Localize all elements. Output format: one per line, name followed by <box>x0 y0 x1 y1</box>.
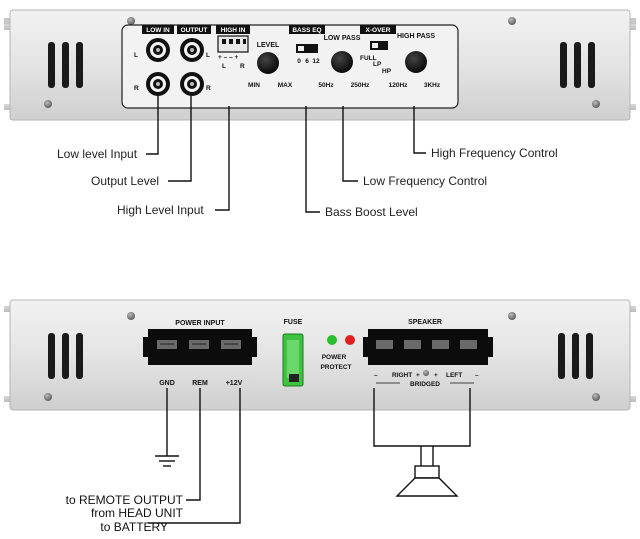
low-in-label-box <box>142 25 174 34</box>
screw-icon <box>127 17 135 25</box>
callout-low-frequency-control: Low Frequency Control <box>363 174 487 188</box>
right-vent-slots <box>560 42 595 88</box>
high-in-label: HIGH IN <box>221 27 246 34</box>
x-over-full: FULL <box>360 55 377 62</box>
bass-eq-switch[interactable] <box>296 44 318 53</box>
x-over-lp: LP <box>373 61 382 68</box>
left-vent-slots <box>48 333 83 379</box>
level-knob[interactable] <box>257 52 279 74</box>
x-over-switch[interactable] <box>370 41 388 50</box>
bottom-amplifier-panel: POWER INPUT GND REM +12V FUSE POWER PROT… <box>4 299 636 411</box>
rca-output-right[interactable] <box>180 72 204 96</box>
protect-led-label: PROTECT <box>320 364 351 371</box>
high-pass-max: 3KHz <box>424 82 441 89</box>
gnd-label: GND <box>159 380 175 387</box>
high-pass-min: 120Hz <box>389 82 409 89</box>
bass-eq-tick: 12 <box>312 58 320 65</box>
bottom-wiring <box>148 388 471 524</box>
power-input-terminal[interactable] <box>143 329 257 365</box>
high-pass-knob[interactable] <box>405 51 427 73</box>
bass-eq-tick: 6 <box>305 58 309 65</box>
screw-icon <box>44 100 52 108</box>
high-in-polarity: + – – + <box>218 54 238 61</box>
top-callout-lines <box>146 96 426 213</box>
output-channel-l: L <box>206 52 210 59</box>
level-label: LEVEL <box>257 42 280 49</box>
power-led-icon <box>327 335 337 345</box>
low-in-channel-r: R <box>134 85 139 92</box>
v12-label: +12V <box>226 380 243 387</box>
speaker-polarity-4: – <box>475 372 479 379</box>
x-over-label: X-OVER <box>366 27 391 34</box>
output-label: OUTPUT <box>181 27 208 34</box>
fuse[interactable] <box>282 333 304 387</box>
callout-high-level-input: High Level Input <box>117 203 204 217</box>
low-in-channel-l: L <box>134 52 138 59</box>
right-vent-slots <box>558 333 593 379</box>
speaker-polarity-3: + <box>434 372 438 379</box>
rca-low-in-left[interactable] <box>146 38 170 62</box>
output-channel-r: R <box>206 85 211 92</box>
callout-to-battery: to BATTERY <box>100 520 168 534</box>
ground-symbol-icon <box>155 455 179 467</box>
screw-icon <box>592 393 600 401</box>
power-led-label: POWER <box>322 354 347 361</box>
rem-label: REM <box>192 380 208 387</box>
rca-low-in-right[interactable] <box>146 72 170 96</box>
callout-high-frequency-control: High Frequency Control <box>431 146 558 160</box>
speaker-right-label: RIGHT <box>392 372 412 379</box>
level-max: MAX <box>278 82 293 89</box>
rca-output-left[interactable] <box>180 38 204 62</box>
callout-from-head-unit: from HEAD UNIT <box>91 506 184 520</box>
callout-to-remote-output: to REMOTE OUTPUT <box>66 493 184 507</box>
low-in-label: LOW IN <box>146 27 170 34</box>
speaker-left-label: LEFT <box>446 372 462 379</box>
x-over-hp: HP <box>382 68 392 75</box>
low-pass-min: 50Hz <box>318 82 334 89</box>
speaker-icon <box>395 465 459 497</box>
high-in-r-label: R <box>240 63 245 70</box>
low-pass-label: LOW PASS <box>324 35 361 42</box>
screw-icon <box>44 393 52 401</box>
x-over-label-box <box>360 25 396 34</box>
speaker-terminal[interactable] <box>363 329 493 365</box>
speaker-label: SPEAKER <box>408 319 442 326</box>
low-pass-label-text: LOW PASS <box>324 35 361 42</box>
bass-eq-label: BASS EQ <box>292 27 321 34</box>
top-amplifier-panel: LOW IN OUTPUT L R L R HIGH IN + – – + L … <box>4 9 636 121</box>
high-in-l-label: L <box>222 63 226 70</box>
low-pass-knob[interactable] <box>331 51 353 73</box>
screw-icon <box>508 312 516 320</box>
screw-icon <box>508 17 516 25</box>
callout-bass-boost-level: Bass Boost Level <box>325 205 418 219</box>
speaker-bridged-label: BRIDGED <box>410 381 440 388</box>
speaker-polarity-2: + <box>416 372 420 379</box>
fuse-label: FUSE <box>284 319 303 326</box>
screw-icon <box>423 370 429 376</box>
screw-icon <box>127 312 135 320</box>
bass-eq-tick: 0 <box>297 58 301 65</box>
protect-led-icon <box>345 335 355 345</box>
high-pass-label: HIGH PASS <box>397 33 435 40</box>
callout-low-level-input: Low level Input <box>57 147 138 161</box>
callout-output-level: Output Level <box>91 174 159 188</box>
low-pass-max: 250Hz <box>351 82 371 89</box>
screw-icon <box>592 100 600 108</box>
high-in-label-box <box>216 25 250 34</box>
left-vent-slots <box>48 42 83 88</box>
level-min: MIN <box>248 82 260 89</box>
bottom-chassis <box>9 299 631 411</box>
speaker-polarity-1: – <box>374 372 378 379</box>
bass-eq-label-box <box>289 25 325 34</box>
output-label-box <box>177 25 211 34</box>
power-input-label: POWER INPUT <box>175 320 225 327</box>
